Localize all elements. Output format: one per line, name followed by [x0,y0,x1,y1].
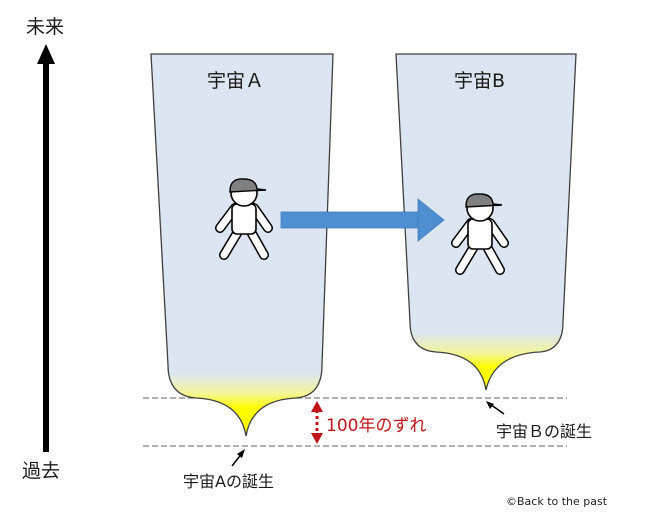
time-gap-arrow [311,401,323,444]
pointer-arrow-universe-a-birth [231,449,245,467]
person-icon-universe-b [451,193,509,275]
universe-b-title: 宇宙B [454,70,506,92]
time-gap-label: 100年のずれ [326,416,427,436]
person-icon-universe-a [215,178,273,260]
copyright-text: ©Back to the past [506,495,608,508]
pointer-arrow-universe-b-birth [486,401,505,415]
time-axis-arrow [37,44,55,452]
transfer-arrow [280,198,445,242]
universe-b-birth-label: 宇宙Ｂの誕生 [496,422,593,441]
universe-a-title: 宇宙Ａ [207,70,265,92]
future-label: 未来 [26,16,65,38]
past-label: 過去 [22,460,61,482]
universe-a-birth-label: 宇宙Aの誕生 [183,472,274,491]
universe-a-shape [150,53,334,437]
